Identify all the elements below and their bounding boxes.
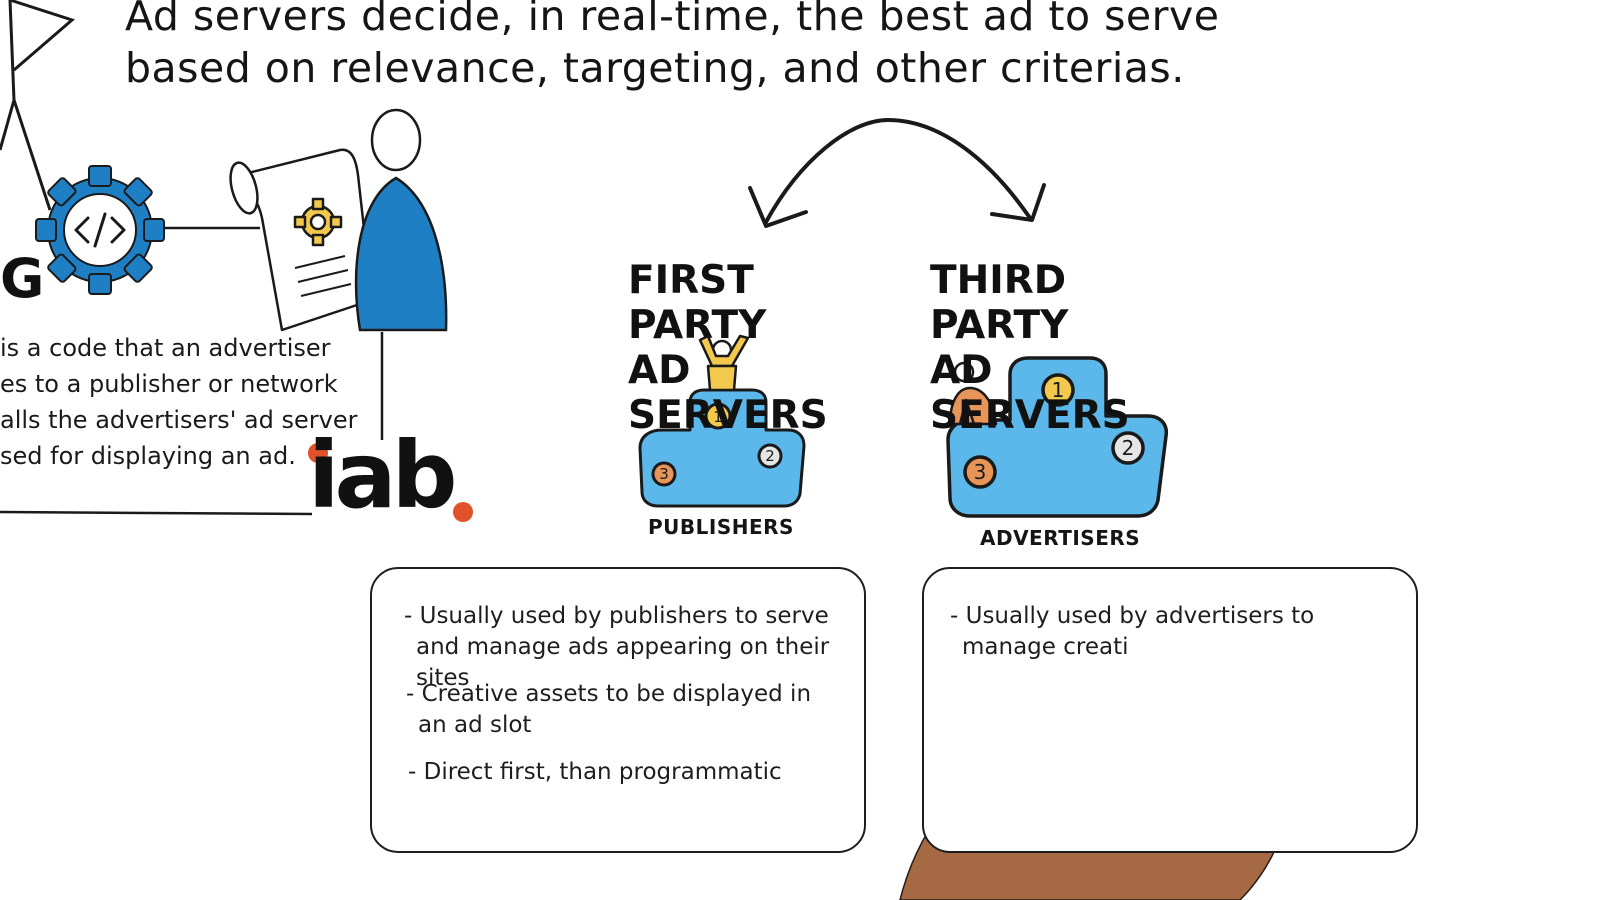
ad-tag-description: is a code that an advertiser es to a pub… bbox=[0, 330, 372, 474]
first-party-note: - Creative assets to be displayed in an … bbox=[406, 681, 812, 738]
podium-number: 1 2 3 bbox=[659, 408, 775, 483]
code-gear-icon bbox=[35, 165, 165, 295]
ad-tag-line: es to a publisher or network bbox=[0, 370, 338, 398]
headline-line-2: based on relevance, targeting, and other… bbox=[125, 44, 1185, 92]
svg-text:2: 2 bbox=[765, 447, 775, 465]
podium-icon bbox=[638, 388, 806, 508]
ad-tag-line: alls the advertisers' ad server bbox=[0, 406, 358, 434]
podium-number: 1 2 3 bbox=[974, 378, 1135, 484]
podium-icon bbox=[946, 356, 1169, 518]
curved-double-arrow-icon bbox=[748, 118, 1046, 228]
document-gear-icon bbox=[229, 148, 374, 332]
third-party-title-line-2: AD SERVERS bbox=[930, 348, 1130, 438]
third-party-title-line-1: THIRD PARTY bbox=[930, 258, 1069, 348]
headline: Ad servers decide, in real-time, the bes… bbox=[125, 0, 1225, 94]
first-party-note: - Direct first, than programmatic bbox=[408, 759, 782, 785]
ad-tag-heading-fragment: G bbox=[0, 247, 45, 310]
third-party-title: THIRD PARTY AD SERVERS bbox=[930, 258, 1190, 438]
third-party-note: - Usually used by advertisers to manage … bbox=[950, 603, 1315, 660]
first-party-note: - Usually used by publishers to serve an… bbox=[404, 603, 830, 691]
first-party-title-line-1: FIRST PARTY bbox=[628, 258, 767, 348]
svg-text:3: 3 bbox=[659, 465, 669, 483]
headline-line-1: Ad servers decide, in real-time, the bes… bbox=[125, 0, 1220, 40]
iab-dot-bottom bbox=[453, 502, 473, 522]
third-party-notes-box: - Usually used by advertisers to manage … bbox=[922, 567, 1418, 853]
first-party-title: FIRST PARTY AD SERVERS bbox=[628, 258, 888, 438]
winner-figure-icon bbox=[698, 334, 750, 392]
person-icon bbox=[354, 108, 448, 332]
publishers-label: PUBLISHERS bbox=[648, 515, 794, 539]
ad-tag-line: is a code that an advertiser bbox=[0, 334, 331, 362]
svg-text:2: 2 bbox=[1122, 436, 1135, 460]
first-party-notes-box: - Usually used by publishers to serve an… bbox=[370, 567, 866, 853]
advertisers-label: ADVERTISERS bbox=[980, 526, 1141, 550]
first-party-title-line-2: AD SERVERS bbox=[628, 348, 828, 438]
iab-dot-top bbox=[308, 443, 328, 463]
advertiser-figure-icon bbox=[948, 361, 998, 426]
ad-tag-line: sed for displaying an ad. bbox=[0, 442, 296, 470]
iab-logo: iab bbox=[308, 422, 458, 529]
svg-text:3: 3 bbox=[974, 460, 987, 484]
svg-text:1: 1 bbox=[1052, 378, 1065, 402]
stick-figure-icon bbox=[0, 0, 76, 211]
ad-tag-box bbox=[0, 332, 384, 516]
svg-text:1: 1 bbox=[713, 408, 723, 426]
